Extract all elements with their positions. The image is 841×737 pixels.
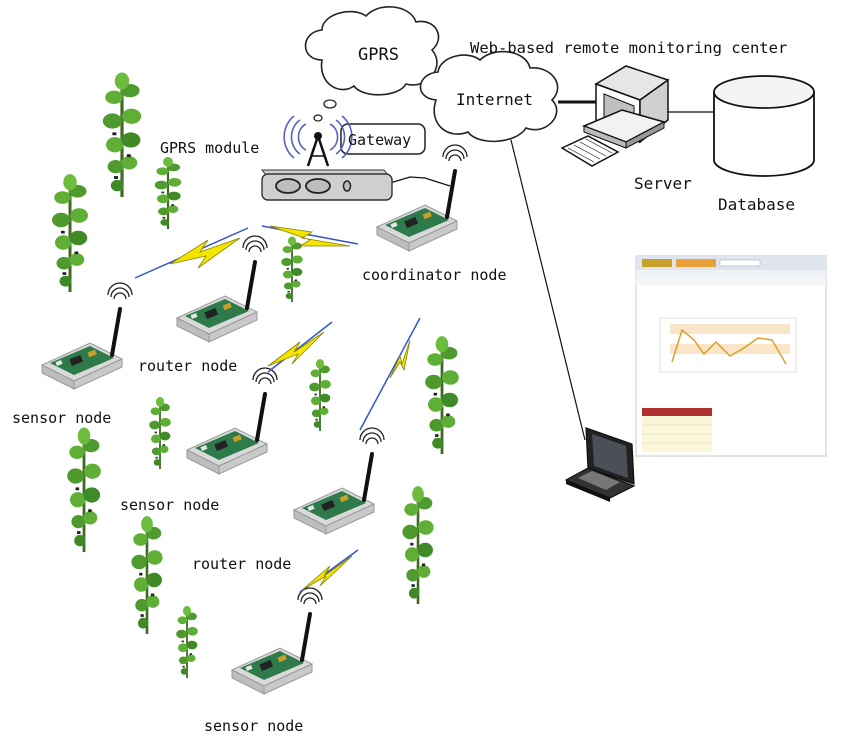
internet-cloud [419, 50, 559, 143]
database-label: Database [718, 195, 795, 214]
sensor-node-2-device [185, 366, 279, 476]
gateway-label: Gateway [348, 131, 411, 149]
router-node-label-2: router node [192, 555, 291, 573]
gprs-module-label: GPRS module [160, 139, 259, 157]
laptop-icon [564, 427, 636, 502]
server-label: Server [634, 174, 692, 193]
coordinator-node-label: coordinator node [362, 266, 507, 284]
database-cylinder-icon [713, 75, 815, 177]
gprs-bubble-trail [313, 99, 337, 122]
sensor-node-1-device [40, 281, 134, 391]
plant-icon [52, 72, 459, 678]
router-node-2-device [292, 426, 386, 536]
desktop-computer-icon [560, 65, 670, 167]
gprs-module-device [260, 169, 394, 201]
router-node-label-1: router node [138, 357, 237, 375]
sensor-node-3-device [230, 586, 324, 696]
internet-cloud-label: Internet [456, 90, 533, 109]
gateway-box [340, 123, 426, 155]
wireless-links [134, 225, 421, 593]
gprs-cloud [304, 6, 440, 96]
sensor-node-label-3: sensor node [204, 717, 303, 735]
sensor-node-label-2: sensor node [120, 496, 219, 514]
monitoring-center-title: Web-based remote monitoring center [470, 39, 787, 57]
monitoring-webpage [635, 255, 827, 457]
gprs-cloud-label: GPRS [358, 45, 399, 65]
radio-tower-icon [283, 115, 353, 167]
sensor-node-label-1: sensor node [12, 409, 111, 427]
